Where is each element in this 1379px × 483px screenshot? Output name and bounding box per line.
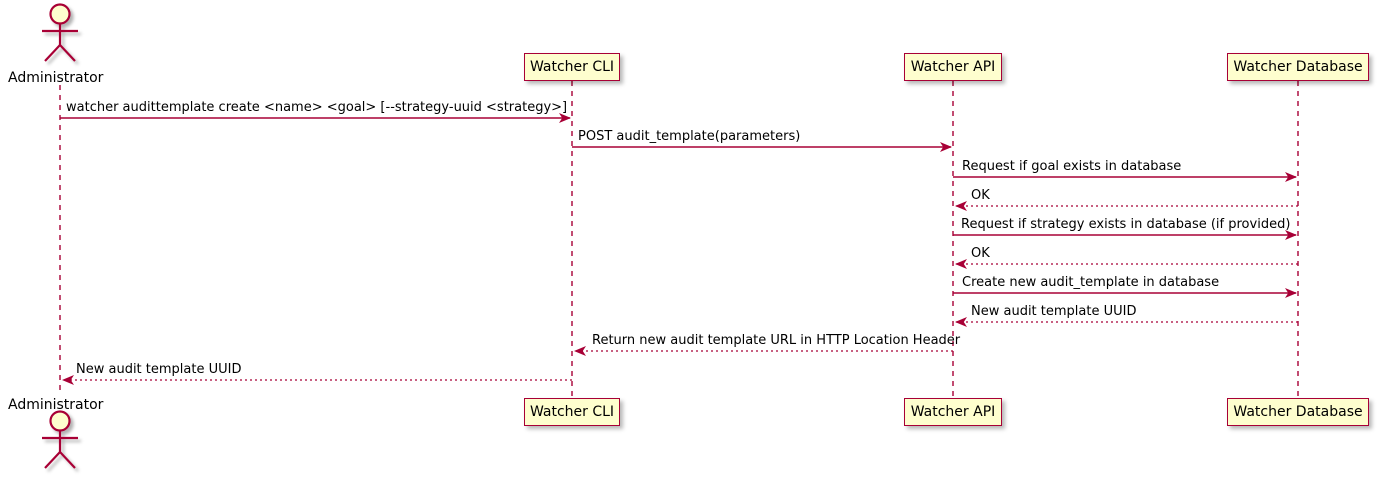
message-label-6: OK bbox=[971, 246, 990, 261]
participant-box-watcher-database-bottom[interactable]: Watcher Database bbox=[1227, 398, 1369, 426]
participant-box-watcher-database-top[interactable]: Watcher Database bbox=[1227, 53, 1369, 81]
message-label-8: New audit template UUID bbox=[971, 304, 1137, 319]
actor-label-administrator-bottom: Administrator bbox=[8, 397, 104, 413]
lifelines bbox=[59, 81, 1299, 398]
participant-box-watcher-cli-bottom[interactable]: Watcher CLI bbox=[524, 398, 620, 426]
message-label-9: Return new audit template URL in HTTP Lo… bbox=[592, 333, 961, 348]
participant-box-watcher-api-bottom[interactable]: Watcher API bbox=[904, 398, 1002, 426]
actor-label-administrator-top: Administrator bbox=[8, 70, 104, 86]
actor-figure-top bbox=[42, 3, 78, 62]
message-label-3: Request if goal exists in database bbox=[962, 159, 1182, 174]
message-label-1: watcher audittemplate create <name> <goa… bbox=[66, 100, 568, 115]
message-label-10: New audit template UUID bbox=[76, 362, 242, 377]
message-label-7: Create new audit_template in database bbox=[962, 275, 1220, 290]
participant-box-watcher-cli-top[interactable]: Watcher CLI bbox=[524, 53, 620, 81]
message-label-2: POST audit_template(parameters) bbox=[578, 129, 801, 144]
message-label-4: OK bbox=[971, 188, 990, 203]
participant-box-watcher-api-top[interactable]: Watcher API bbox=[904, 53, 1002, 81]
actor-figure-bottom bbox=[42, 410, 78, 469]
message-label-5: Request if strategy exists in database (… bbox=[961, 217, 1291, 232]
message-arrows bbox=[60, 113, 1298, 385]
